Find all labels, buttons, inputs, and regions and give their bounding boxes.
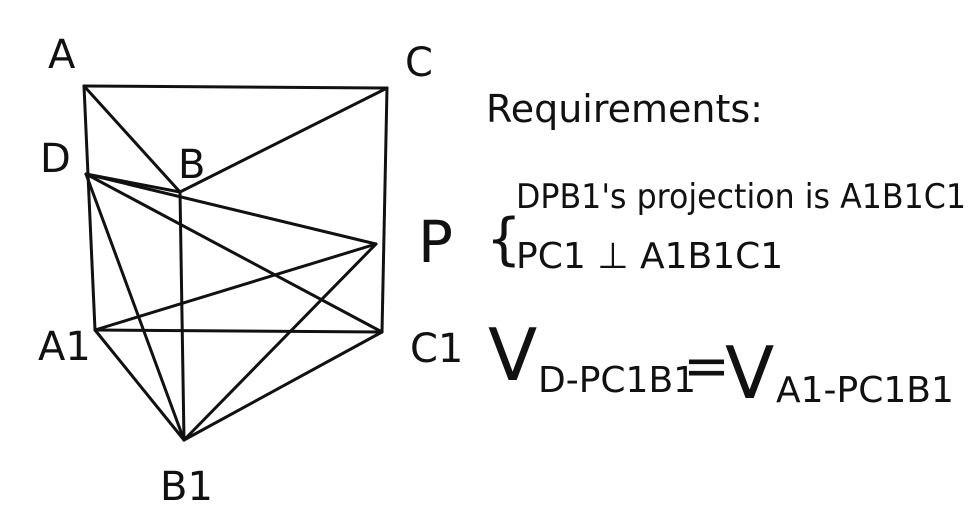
edge-a1-c1: [93, 328, 384, 334]
edge-b-c: [178, 86, 389, 194]
volume-lhs-subscript: D-PC1B1: [538, 360, 696, 401]
edge-d-b: [84, 172, 182, 194]
edge-group: [82, 84, 389, 442]
vertex-label-P: P: [418, 208, 453, 276]
edge-b1-c1: [182, 330, 384, 442]
vertex-label-C1: C1: [410, 326, 463, 372]
requirements-heading: Requirements:: [486, 87, 763, 131]
vertex-label-C: C: [405, 40, 433, 86]
edge-d-p: [84, 172, 378, 246]
edge-a-a1: [82, 84, 97, 332]
condition-projection: DPB1's projection is A1B1C1: [516, 177, 966, 217]
volume-rhs: V: [725, 331, 774, 415]
edge-a-b: [82, 84, 182, 194]
volume-equals: =: [683, 334, 730, 399]
edge-a-c: [82, 84, 389, 90]
condition-perpendicular: PC1 ⊥ A1B1C1: [516, 236, 783, 277]
edge-a1-b1: [93, 328, 186, 442]
edge-p-b1: [182, 242, 378, 442]
volume-lhs: V: [488, 313, 537, 397]
edge-p-a1: [93, 242, 378, 332]
edge-d-c1: [84, 172, 384, 334]
vertex-label-B1: B1: [160, 464, 213, 510]
volume-rhs-subscript: A1-PC1B1: [776, 370, 954, 411]
edge-c-c1: [380, 86, 389, 334]
edge-d-b1: [84, 172, 186, 442]
edge-b-b1: [178, 190, 186, 442]
vertex-label-B: B: [178, 142, 205, 188]
vertex-label-A1: A1: [38, 324, 91, 370]
condition-brace: {: [486, 207, 522, 272]
vertex-label-A: A: [48, 32, 76, 78]
vertex-label-D: D: [40, 136, 71, 182]
